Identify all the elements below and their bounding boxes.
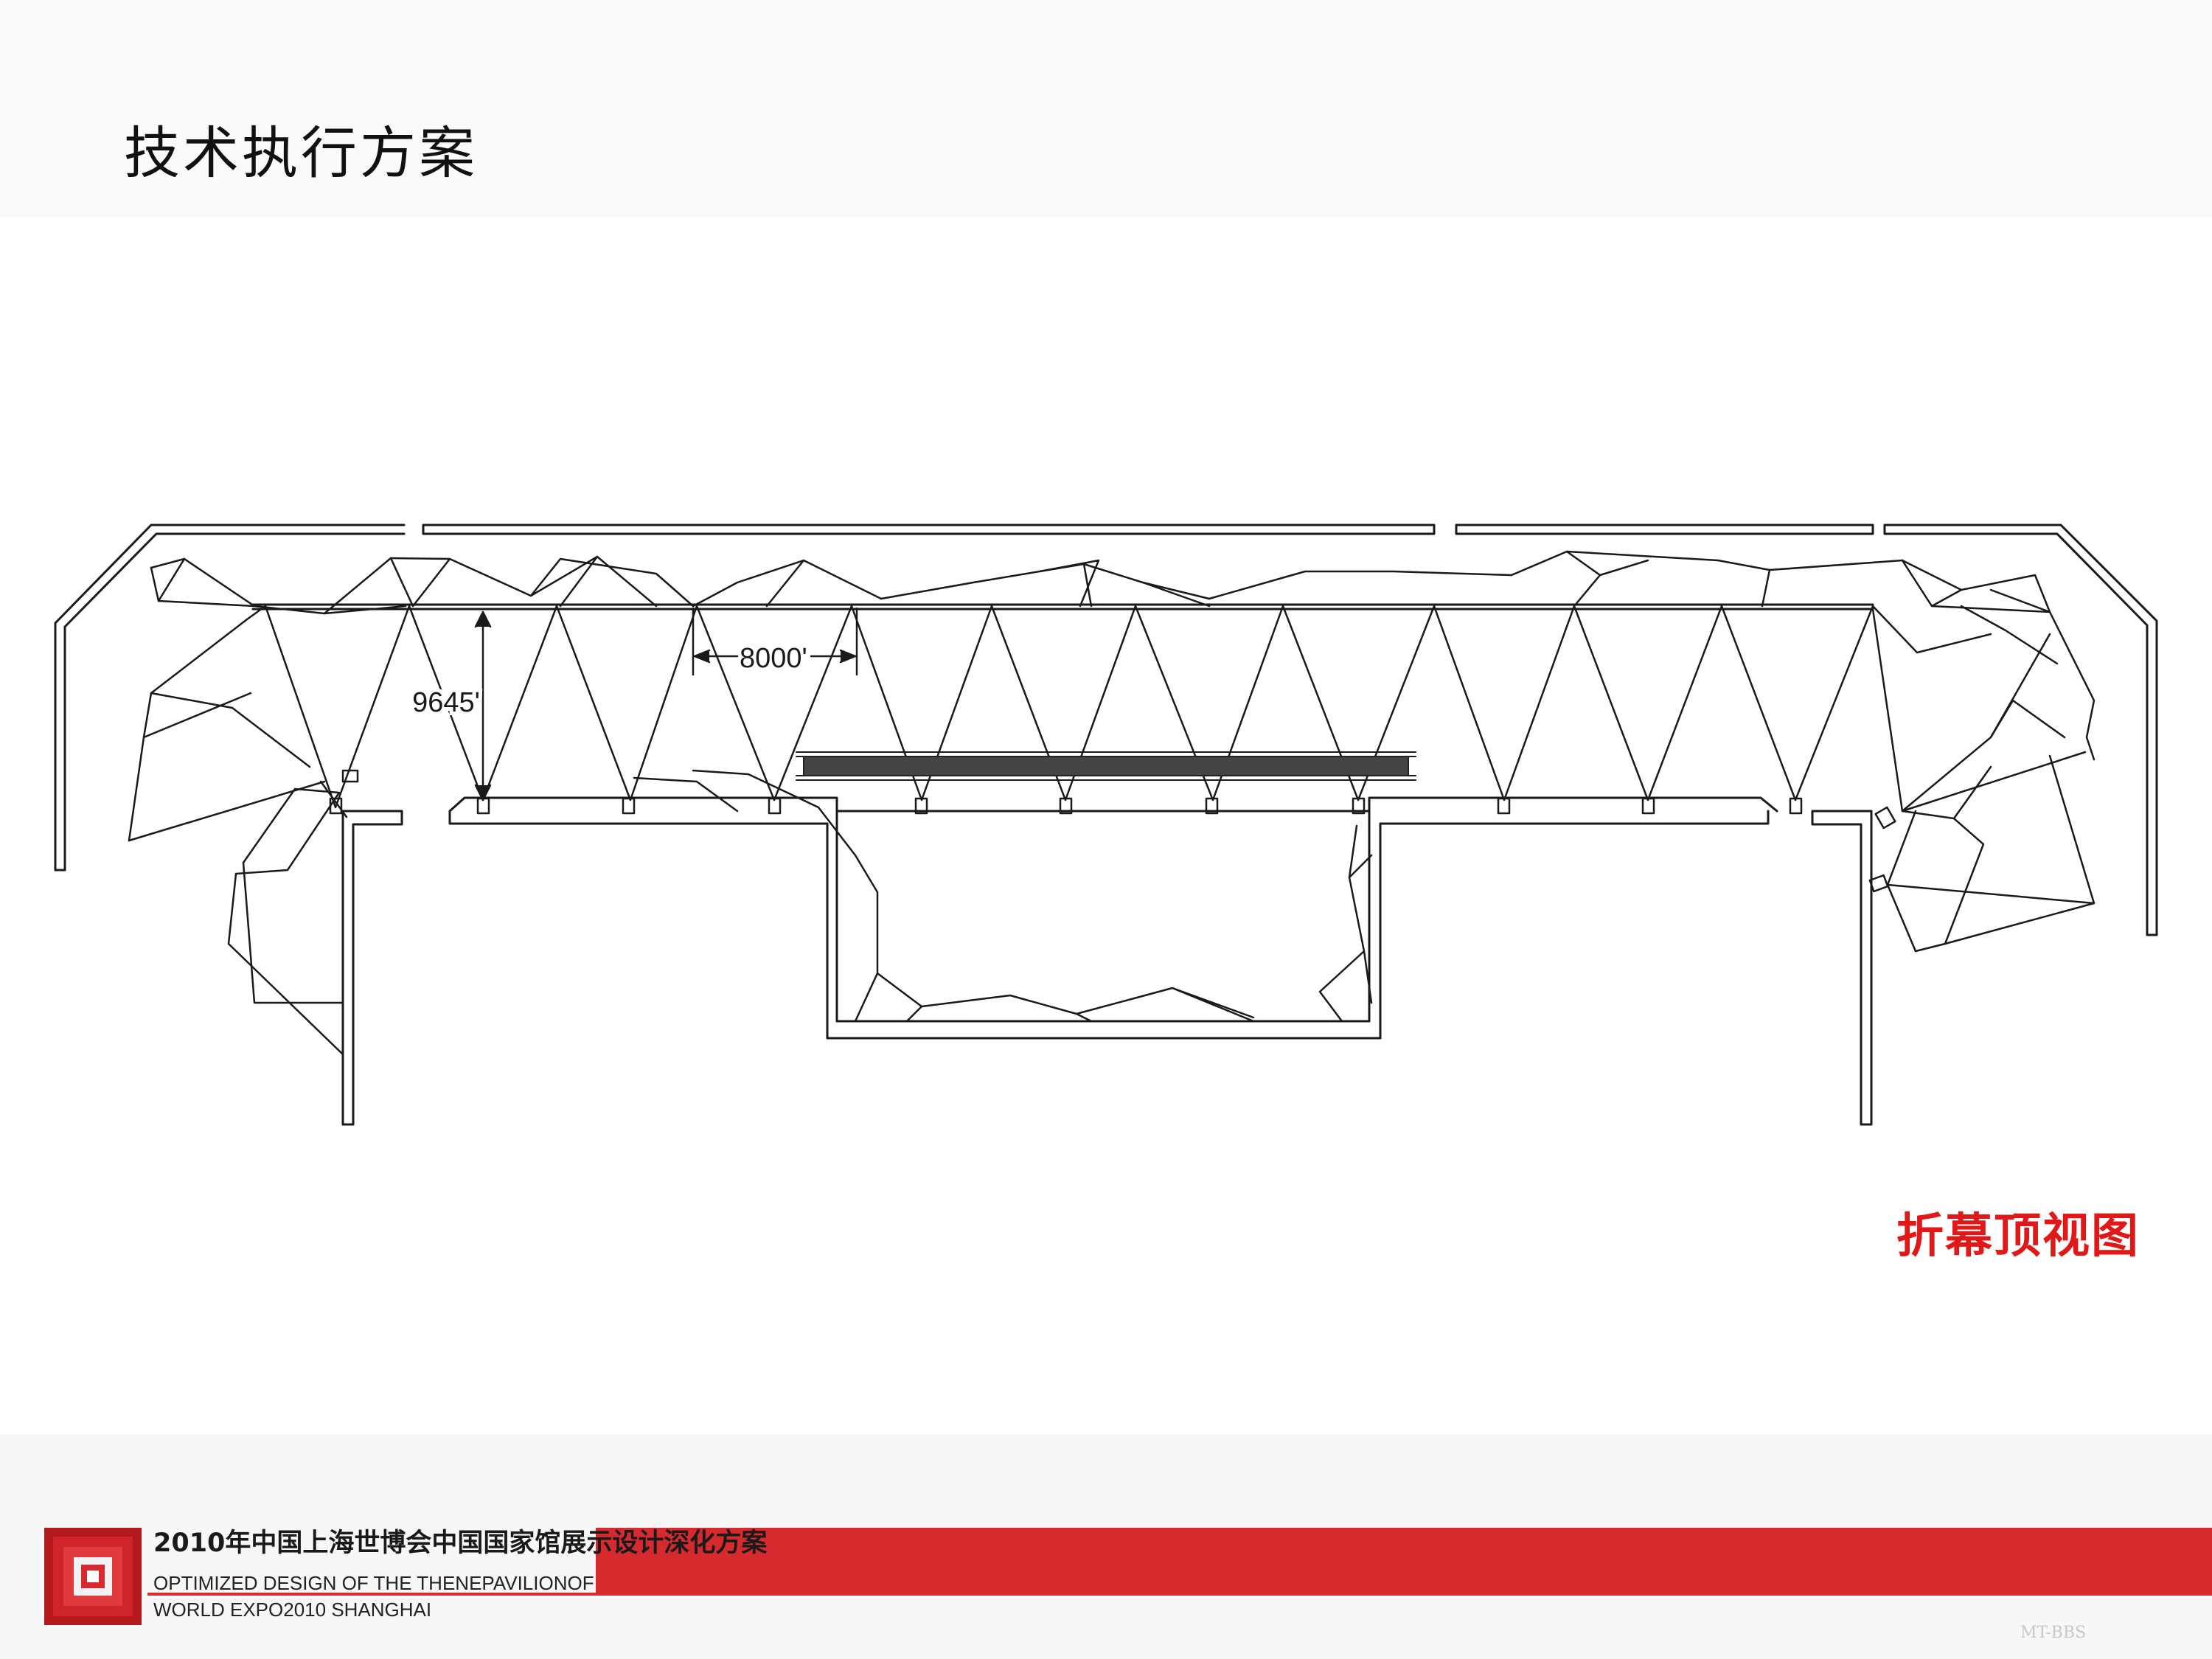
projection-cones	[264, 605, 1874, 809]
dimension-height-line	[474, 611, 492, 801]
footer-title-en-line1: OPTIMIZED DESIGN OF THE THENEPAVILIONOF	[153, 1572, 594, 1594]
dimension-width-line	[692, 607, 858, 676]
header-band	[0, 0, 2212, 218]
diagram-caption: 折幕顶视图	[1896, 1209, 2140, 1264]
top-wall	[54, 524, 2158, 936]
truss-beam	[251, 603, 1874, 611]
watermark: MT-BBS	[2020, 1624, 2087, 1642]
floor-structure	[341, 796, 1873, 1126]
dimension-height-label: 9645'	[412, 687, 480, 718]
pavilion-logo	[44, 1528, 142, 1625]
folding-screen-right	[1871, 608, 2096, 953]
page-title: 技术执行方案	[124, 120, 478, 186]
dimension-width-label: 8000'	[740, 643, 807, 674]
footer-divider	[147, 1593, 599, 1596]
footer-red-band	[596, 1528, 2212, 1596]
footer-title-cn: 2010年中国上海世博会中国国家馆展示设计深化方案	[153, 1528, 768, 1558]
projectors	[329, 769, 1896, 893]
folding-screen-top	[150, 550, 2096, 761]
folding-screen-left	[128, 605, 348, 1056]
folding-screen-pit	[633, 769, 1373, 1023]
footer-title-en-line2: WORLD EXPO2010 SHANGHAI	[153, 1599, 432, 1621]
walkway-gallery	[796, 751, 1416, 781]
